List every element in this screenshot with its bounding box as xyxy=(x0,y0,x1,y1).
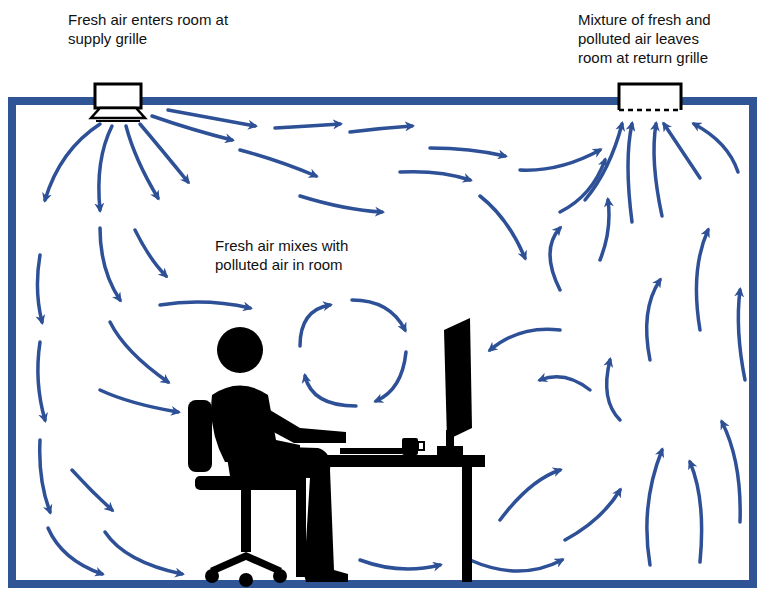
return-grille xyxy=(619,84,681,110)
office-worker xyxy=(188,318,485,587)
room-label: Fresh air mixes with polluted air in roo… xyxy=(215,236,375,274)
supply-grille xyxy=(91,84,145,121)
airflow-arrows xyxy=(37,110,745,574)
room-label: Fresh air enters room at supply grille xyxy=(68,10,243,48)
room-wall xyxy=(12,101,753,584)
room-label: Mixture of fresh and polluted air leaves… xyxy=(578,10,730,67)
